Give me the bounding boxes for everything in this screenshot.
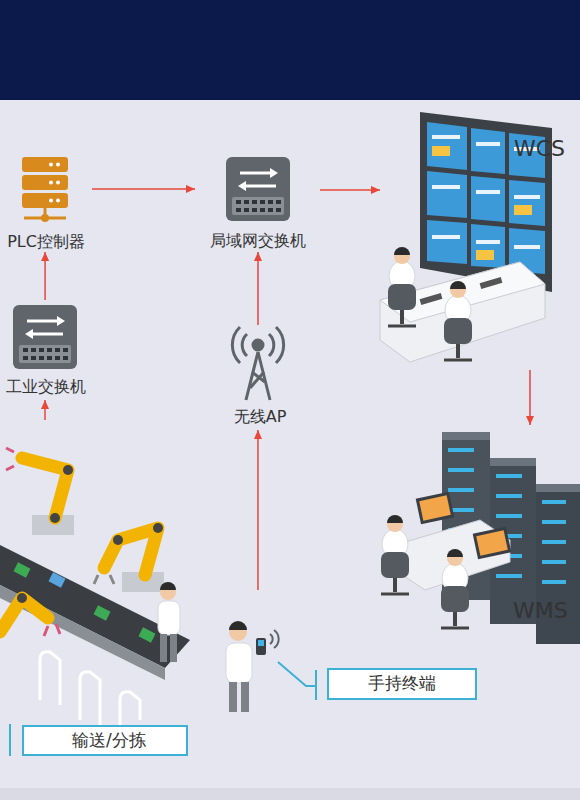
- arrow-head: [186, 185, 195, 193]
- connector: [92, 185, 195, 193]
- leader-line: [10, 662, 316, 756]
- node-label: 工业交换机: [0, 377, 92, 397]
- wcs-node: WCS: [380, 105, 580, 370]
- terminal-node: 手持终端: [220, 590, 480, 705]
- connector-line: [320, 189, 380, 191]
- header-band: [0, 0, 580, 100]
- footer-strip: [0, 788, 580, 800]
- operator: [441, 549, 469, 628]
- connector-line: [257, 430, 259, 590]
- connector: [320, 186, 380, 194]
- label-box: 手持终端: [327, 668, 477, 700]
- handheld-operator: [226, 621, 279, 712]
- control-desk: [380, 262, 545, 362]
- node-label: WMS: [513, 598, 580, 624]
- antenna-icon: [232, 327, 283, 400]
- connector-line: [529, 370, 531, 425]
- arrow-head: [41, 252, 49, 261]
- arrow-head: [371, 186, 380, 194]
- robot-arm: [6, 448, 74, 535]
- operator: [388, 247, 416, 326]
- node-label: 无线AP: [220, 407, 300, 427]
- connector-line: [257, 252, 259, 325]
- connector: [41, 252, 49, 300]
- operator: [444, 281, 472, 360]
- node-label: 局域网交换机: [195, 231, 320, 251]
- switch-icon: [226, 157, 290, 221]
- arrow-head: [254, 430, 262, 439]
- arrow-head: [254, 252, 262, 261]
- robot-arm: [94, 523, 164, 592]
- switch-node: 局域网交换机: [195, 152, 320, 252]
- worker: [158, 582, 180, 662]
- connector-line: [92, 188, 195, 190]
- connector: [41, 400, 49, 420]
- connector: [254, 430, 262, 590]
- operator: [381, 515, 409, 594]
- arrow-head: [526, 416, 534, 425]
- node-label: WCS: [514, 136, 580, 162]
- wms-node: WMS: [370, 425, 580, 645]
- connector: [526, 370, 534, 425]
- connector-line: [44, 252, 46, 300]
- switch-node: 工业交换机: [0, 300, 92, 400]
- node-label: PLC控制器: [0, 232, 92, 252]
- conveyor-node: 输送/分拣: [0, 420, 200, 760]
- server-icon: [22, 157, 68, 222]
- connector: [254, 252, 262, 325]
- connector-line: [44, 400, 46, 420]
- arrow-head: [41, 400, 49, 409]
- label-box: 输送/分拣: [22, 725, 188, 756]
- ap-node: 无线AP: [220, 325, 300, 430]
- plc-node: PLC控制器: [0, 152, 92, 252]
- switch-icon: [13, 305, 77, 369]
- conveyor: [0, 545, 190, 725]
- robot-arm: [0, 593, 60, 636]
